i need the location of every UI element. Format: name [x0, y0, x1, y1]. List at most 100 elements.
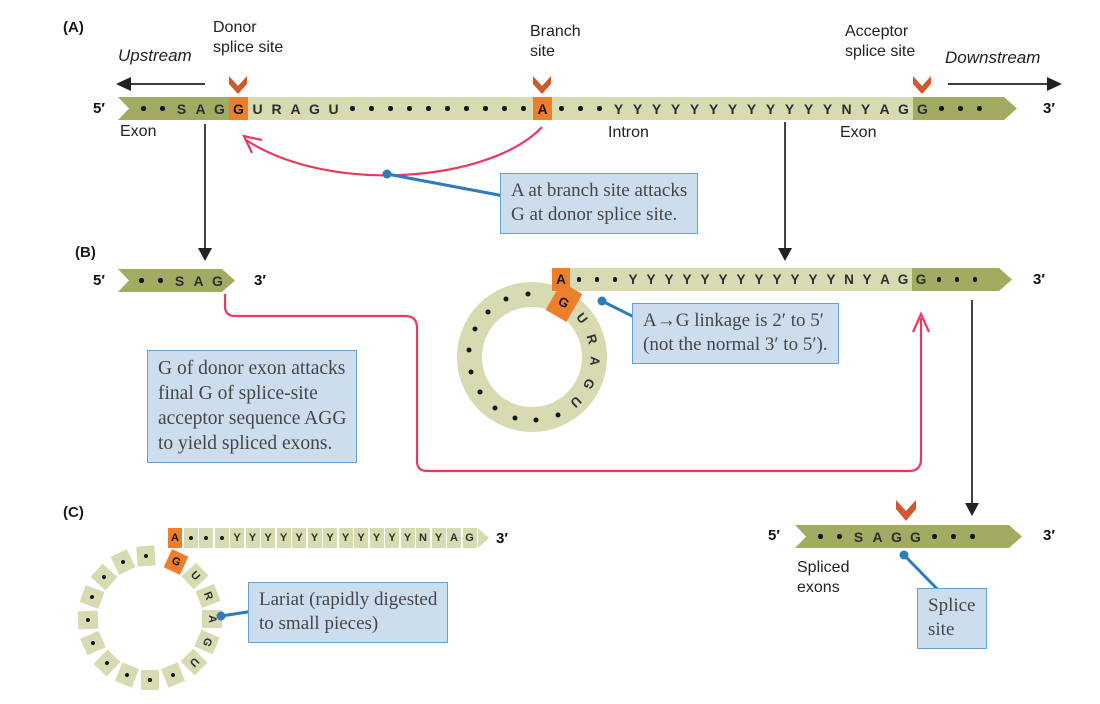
sequence-base: Y — [808, 272, 818, 287]
text-line: Acceptor — [845, 23, 909, 40]
branch-attack-connector — [382, 169, 505, 198]
sequence-base: Y — [826, 272, 836, 287]
sequence-dot — [963, 525, 982, 548]
text-line: A→G linkage is 2′ to 5′ — [643, 310, 824, 331]
sequence-dot — [134, 97, 153, 120]
panel-a-label: (A) — [63, 19, 84, 36]
lariat-c-base-tile: G — [194, 630, 220, 655]
lariat-c-dot-tile — [110, 549, 136, 576]
sequence-base: Y — [803, 100, 814, 117]
sequence-dot — [438, 97, 457, 120]
sequence-base: Y — [772, 272, 782, 287]
text-line: G of donor exon attacks — [158, 358, 346, 379]
lariat-b-dot — [503, 296, 509, 302]
sequence-base: G — [898, 100, 909, 117]
sequence-dot — [830, 525, 849, 548]
text-line: final G of splice-site — [158, 383, 318, 404]
lariat-ring-b — [457, 282, 607, 432]
sequence-base: Y — [700, 272, 710, 287]
sequence-base: Y — [613, 100, 624, 117]
text-line: to small pieces) — [259, 613, 379, 634]
upstream-label: Upstream — [118, 46, 192, 65]
sequence-dot — [571, 97, 590, 120]
lariat-b-dot — [512, 415, 518, 421]
lariat-c-base-tile: A — [201, 609, 223, 629]
sequence-dot — [183, 528, 198, 548]
text-line: Branch — [530, 23, 581, 40]
sequence-dot — [495, 97, 514, 120]
five-prime-b-left: 5′ — [93, 272, 105, 289]
sequence-dot — [199, 528, 213, 548]
sequence-base: S — [176, 100, 187, 117]
exon-segment: G — [912, 268, 1012, 291]
text-line: site — [928, 619, 955, 640]
sequence-base: Y — [276, 528, 291, 548]
lariat-c-base-tile: U — [180, 648, 208, 676]
text-line: G at donor splice site. — [511, 204, 678, 225]
sequence-base: S — [174, 272, 185, 289]
downstream-arrow — [948, 77, 1062, 91]
sequence-base: Y — [682, 272, 692, 287]
three-prime-c-tail: 3′ — [496, 530, 508, 547]
sequence-base: N — [416, 528, 430, 548]
sequence-dot — [132, 269, 151, 292]
sequence-base: Y — [860, 100, 871, 117]
text-line: Lariat (rapidly digested — [259, 589, 438, 610]
sequence-base: Y — [338, 528, 353, 548]
text-line: Splice — [928, 595, 976, 616]
sequence-base: A — [879, 100, 890, 117]
arrow-intron-to-b — [778, 122, 792, 261]
lariat-c-base-tile: U — [181, 562, 209, 590]
lariat-b-dot — [466, 347, 472, 353]
sequence-dot — [925, 525, 944, 548]
sequence-base: Y — [784, 100, 795, 117]
sequence-dot — [552, 97, 571, 120]
sequence-dot — [362, 97, 381, 120]
sequence-dot — [930, 268, 948, 291]
lariat-c-dot-tile — [141, 670, 159, 690]
panel-c-label: (C) — [63, 504, 84, 521]
donor-attack-callout: G of donor exon attacks final G of splice… — [147, 350, 358, 463]
lariat-c-dot-tile — [77, 610, 99, 630]
sequence-base: Y — [765, 100, 776, 117]
sequence-base: Y — [369, 528, 384, 548]
lariat-b-dot — [468, 369, 474, 375]
lariat-c-dot-tile — [80, 630, 107, 656]
three-prime-b-tail: 3′ — [1033, 271, 1045, 288]
sequence-base: Y — [862, 272, 872, 287]
sequence-base: G — [462, 528, 477, 548]
exon-right-label: Exon — [840, 124, 877, 141]
lariat-c-dot-tile — [93, 649, 121, 677]
sequence-base: Y — [431, 528, 446, 548]
highlighted-base: G — [229, 97, 248, 120]
sequence-dot — [944, 525, 963, 548]
sequence-base: Y — [708, 100, 719, 117]
sequence-base: G — [910, 528, 921, 545]
sequence-base: Y — [754, 272, 764, 287]
panel-b-label: (B) — [75, 244, 96, 261]
three-prime-b-left: 3′ — [254, 272, 266, 289]
three-prime-top: 3′ — [1043, 100, 1055, 117]
sequence-dot — [588, 268, 606, 291]
lariat-c-dot-tile — [90, 563, 118, 590]
sequence-dot — [948, 268, 966, 291]
acceptor-site-arrowhead — [913, 76, 931, 94]
sequence-base: N — [841, 100, 852, 117]
sequence-dot — [381, 97, 400, 120]
lariat-b-base: A — [587, 356, 603, 367]
lariat-callout: Lariat (rapidly digested to small pieces) — [248, 582, 449, 643]
lariat-b-dot — [485, 309, 491, 315]
sequence-dot — [400, 97, 419, 120]
sequence-base: Y — [822, 100, 833, 117]
